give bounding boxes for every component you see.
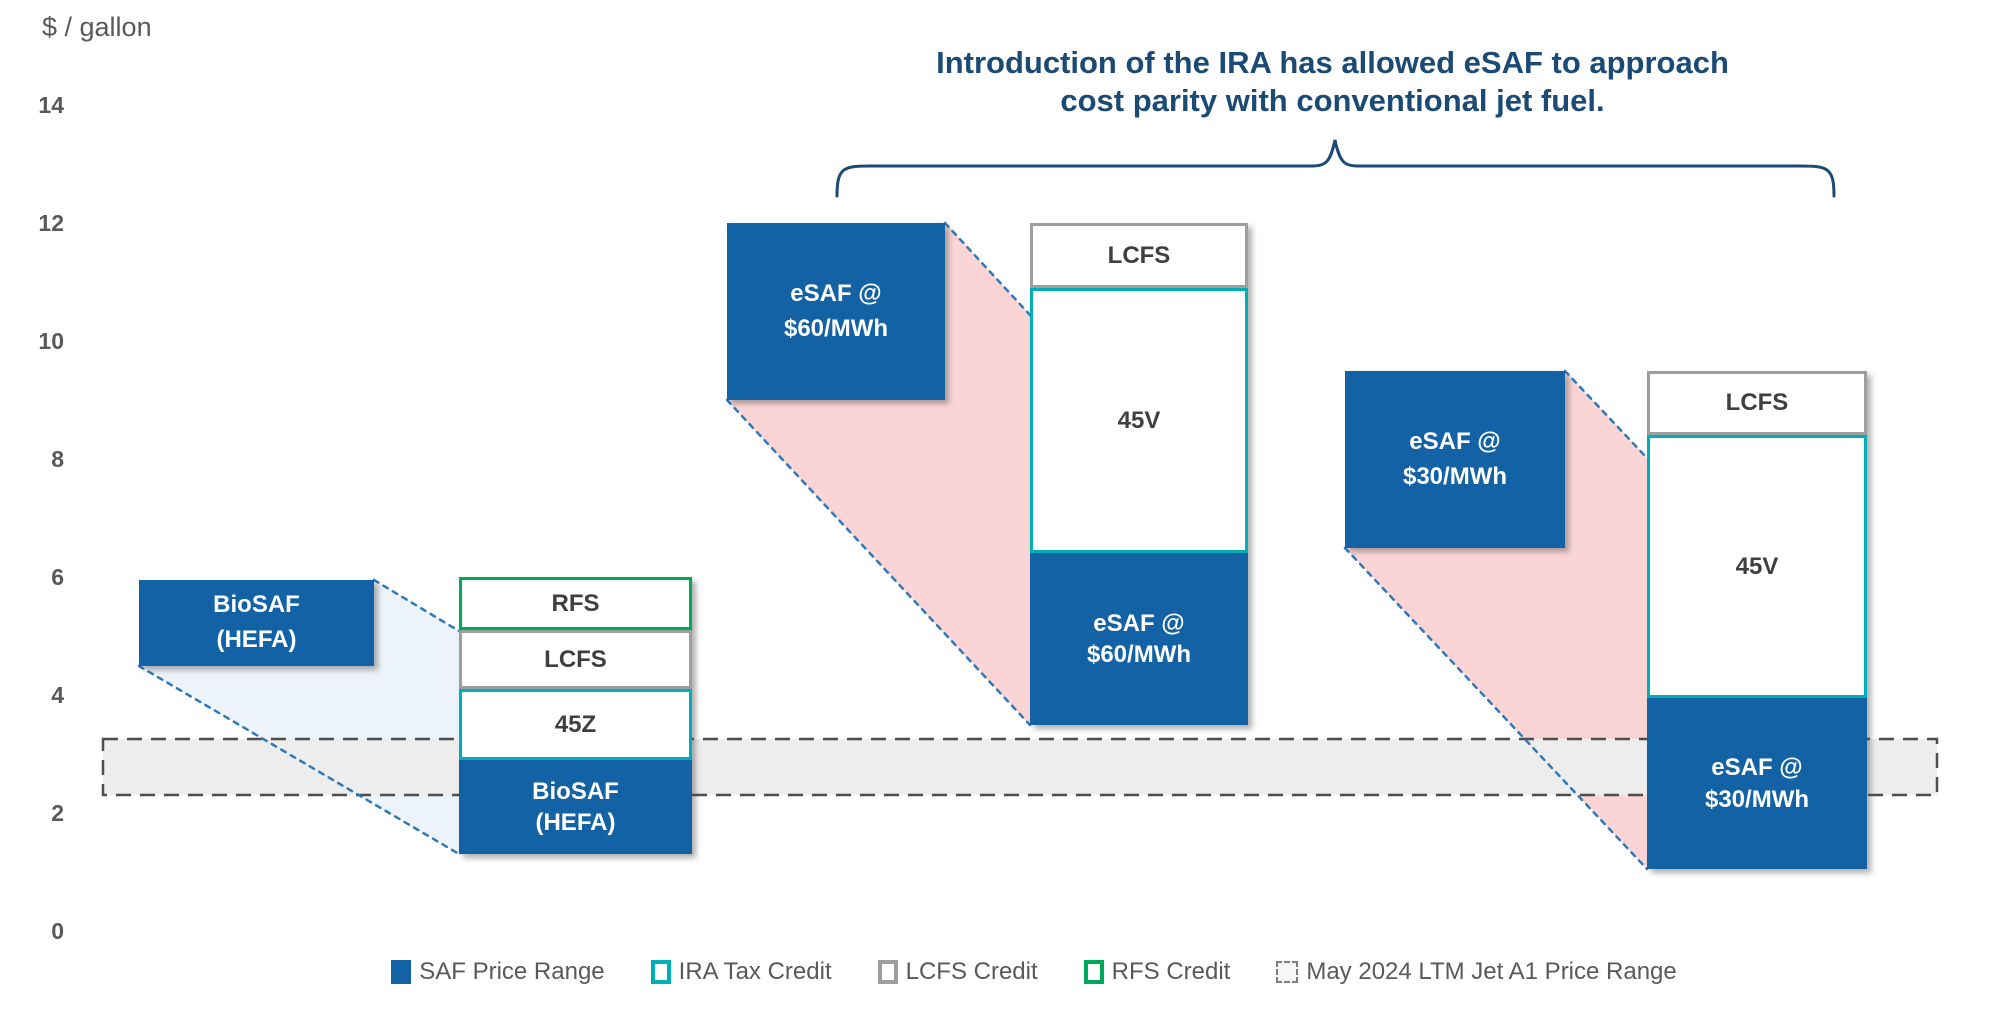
- y-axis-tick-label: 8: [51, 446, 64, 472]
- bar-segment-ira: 45Z: [459, 689, 692, 760]
- y-axis-tick-label: 0: [51, 918, 64, 944]
- bar-segment-ira: 45V: [1030, 288, 1248, 553]
- connector-dotted-line: [1563, 369, 1649, 460]
- legend-label: RFS Credit: [1111, 958, 1231, 985]
- bar-segment-saf: eSAF @ $60/MWh: [1030, 553, 1248, 725]
- legend-label: LCFS Credit: [905, 958, 1038, 985]
- legend-swatch-rfs-icon: [1083, 960, 1104, 984]
- y-axis-tick-label: 12: [38, 210, 64, 236]
- bar-segment-saf: BioSAF (HEFA): [459, 760, 692, 854]
- legend-swatch-lcfs-icon: [877, 960, 898, 984]
- legend-item: SAF Price Range: [391, 958, 605, 986]
- funnel-shape: [727, 223, 1030, 725]
- legend-swatch-ira-icon: [650, 960, 671, 984]
- y-axis-tick-label: 4: [51, 682, 64, 708]
- y-axis-tick-label: 6: [51, 564, 64, 590]
- y-axis-unit-label: $ / gallon: [42, 12, 152, 42]
- y-axis-tick-label: 10: [38, 328, 64, 354]
- legend-label: SAF Price Range: [419, 958, 605, 985]
- bar-segment-saf: eSAF @ $30/MWh: [1647, 698, 1867, 869]
- brace-annotation: [835, 139, 1836, 198]
- legend-label: IRA Tax Credit: [678, 958, 832, 985]
- connector-dotted-line: [943, 221, 1032, 317]
- connector-dotted-lines: [137, 221, 1649, 871]
- legend-item: IRA Tax Credit: [650, 958, 832, 986]
- connector-dotted-line: [1343, 546, 1649, 871]
- chart-title: Introduction of the IRA has allowed eSAF…: [936, 45, 1729, 118]
- connector-dotted-line: [137, 664, 461, 856]
- jet-a1-price-band: [101, 737, 1939, 797]
- legend-swatch-jet-icon: [1276, 961, 1299, 983]
- connector-dotted-line: [372, 578, 461, 633]
- legend-item: LCFS Credit: [877, 958, 1038, 986]
- legend-label: May 2024 LTM Jet A1 Price Range: [1306, 958, 1677, 985]
- y-axis-tick-label: 2: [51, 800, 64, 826]
- saf-price-box-label: eSAF @ $30/MWh: [1345, 371, 1565, 548]
- bar-segment-lcfs: LCFS: [459, 630, 692, 689]
- legend-item: RFS Credit: [1083, 958, 1231, 986]
- bar-segment-ira: 45V: [1647, 435, 1867, 698]
- legend-swatch-saf-icon: [391, 960, 412, 984]
- legend: SAF Price Range IRA Tax Credit LCFS Credit…: [34, 958, 2000, 986]
- y-axis-tick-label: 14: [38, 92, 64, 118]
- saf-price-box-label: eSAF @ $60/MWh: [727, 223, 945, 400]
- bar-segment-rfs: RFS: [459, 577, 692, 630]
- connector-dotted-line: [725, 398, 1032, 727]
- legend-item: May 2024 LTM Jet A1 Price Range: [1276, 958, 1677, 986]
- saf-price-box-label: BioSAF (HEFA): [139, 580, 374, 666]
- bar-segment-lcfs: LCFS: [1647, 371, 1867, 435]
- bar-segment-lcfs: LCFS: [1030, 223, 1248, 288]
- jet-a1-band-rect: [101, 737, 1939, 797]
